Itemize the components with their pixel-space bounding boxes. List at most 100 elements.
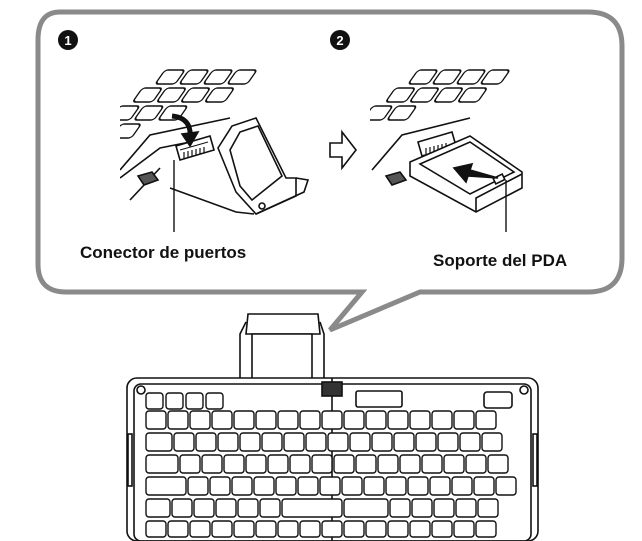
step-arrow-icon [329,129,358,171]
key [443,454,465,474]
key [465,454,487,474]
key [327,432,349,452]
key [429,476,451,496]
key [233,520,255,538]
key [231,476,253,496]
key [411,498,433,518]
key [475,410,497,430]
svg-text:1: 1 [64,33,71,48]
key [409,410,431,430]
key [289,454,311,474]
pda-holder-label: Soporte del PDA [433,251,568,270]
key [393,432,415,452]
key [245,454,267,474]
key [321,410,343,430]
key [433,498,455,518]
key [333,454,355,474]
key [277,520,299,538]
step2-marker: 2 [330,30,350,50]
key [145,476,187,496]
step1-illustration [120,69,310,232]
key [145,454,179,474]
key [233,410,255,430]
key [179,454,201,474]
key [387,410,409,430]
key [189,520,211,538]
key [431,520,453,538]
key [451,476,473,496]
key [453,410,475,430]
callout-bubble [35,9,625,333]
key [459,432,481,452]
key [259,498,281,518]
key [145,498,171,518]
key [385,476,407,496]
key [205,392,224,410]
key [211,410,233,430]
key [319,476,341,496]
key [275,476,297,496]
key [211,520,233,538]
key [217,432,239,452]
key [305,432,327,452]
key [371,432,393,452]
key [399,454,421,474]
key [277,410,299,430]
key [365,410,387,430]
key [167,520,189,538]
key [253,476,275,496]
step2-illustration [370,69,523,232]
key [473,476,495,496]
key [193,498,215,518]
key [407,476,429,496]
step1-marker: 1 [58,30,78,50]
key [349,432,371,452]
key [487,454,509,474]
key [365,520,387,538]
key [431,410,453,430]
port-connector-label: Conector de puertos [80,243,247,262]
key [363,476,385,496]
key [481,432,503,452]
key [167,410,189,430]
key [145,520,167,538]
key [343,498,389,518]
key [495,476,517,496]
key [477,498,499,518]
key [343,410,365,430]
key [195,432,217,452]
key [387,520,409,538]
key [283,432,305,452]
key [389,498,411,518]
insert-arrow-icon [452,162,499,184]
key [189,410,211,430]
key [255,410,277,430]
svg-text:2: 2 [336,33,343,48]
key [185,392,204,410]
keyboard-keys [145,392,517,538]
key [437,432,459,452]
key [223,454,245,474]
key [311,454,333,474]
key [255,520,277,538]
key [145,432,173,452]
key [237,498,259,518]
key [145,410,167,430]
key [321,520,343,538]
key [455,498,477,518]
key [209,476,231,496]
key [215,498,237,518]
key [415,432,437,452]
key [421,454,443,474]
key [281,498,343,518]
key [239,432,261,452]
key [299,410,321,430]
key [409,520,431,538]
key [187,476,209,496]
key [299,520,321,538]
key [267,454,289,474]
key [297,476,319,496]
key [453,520,475,538]
key [145,392,164,410]
